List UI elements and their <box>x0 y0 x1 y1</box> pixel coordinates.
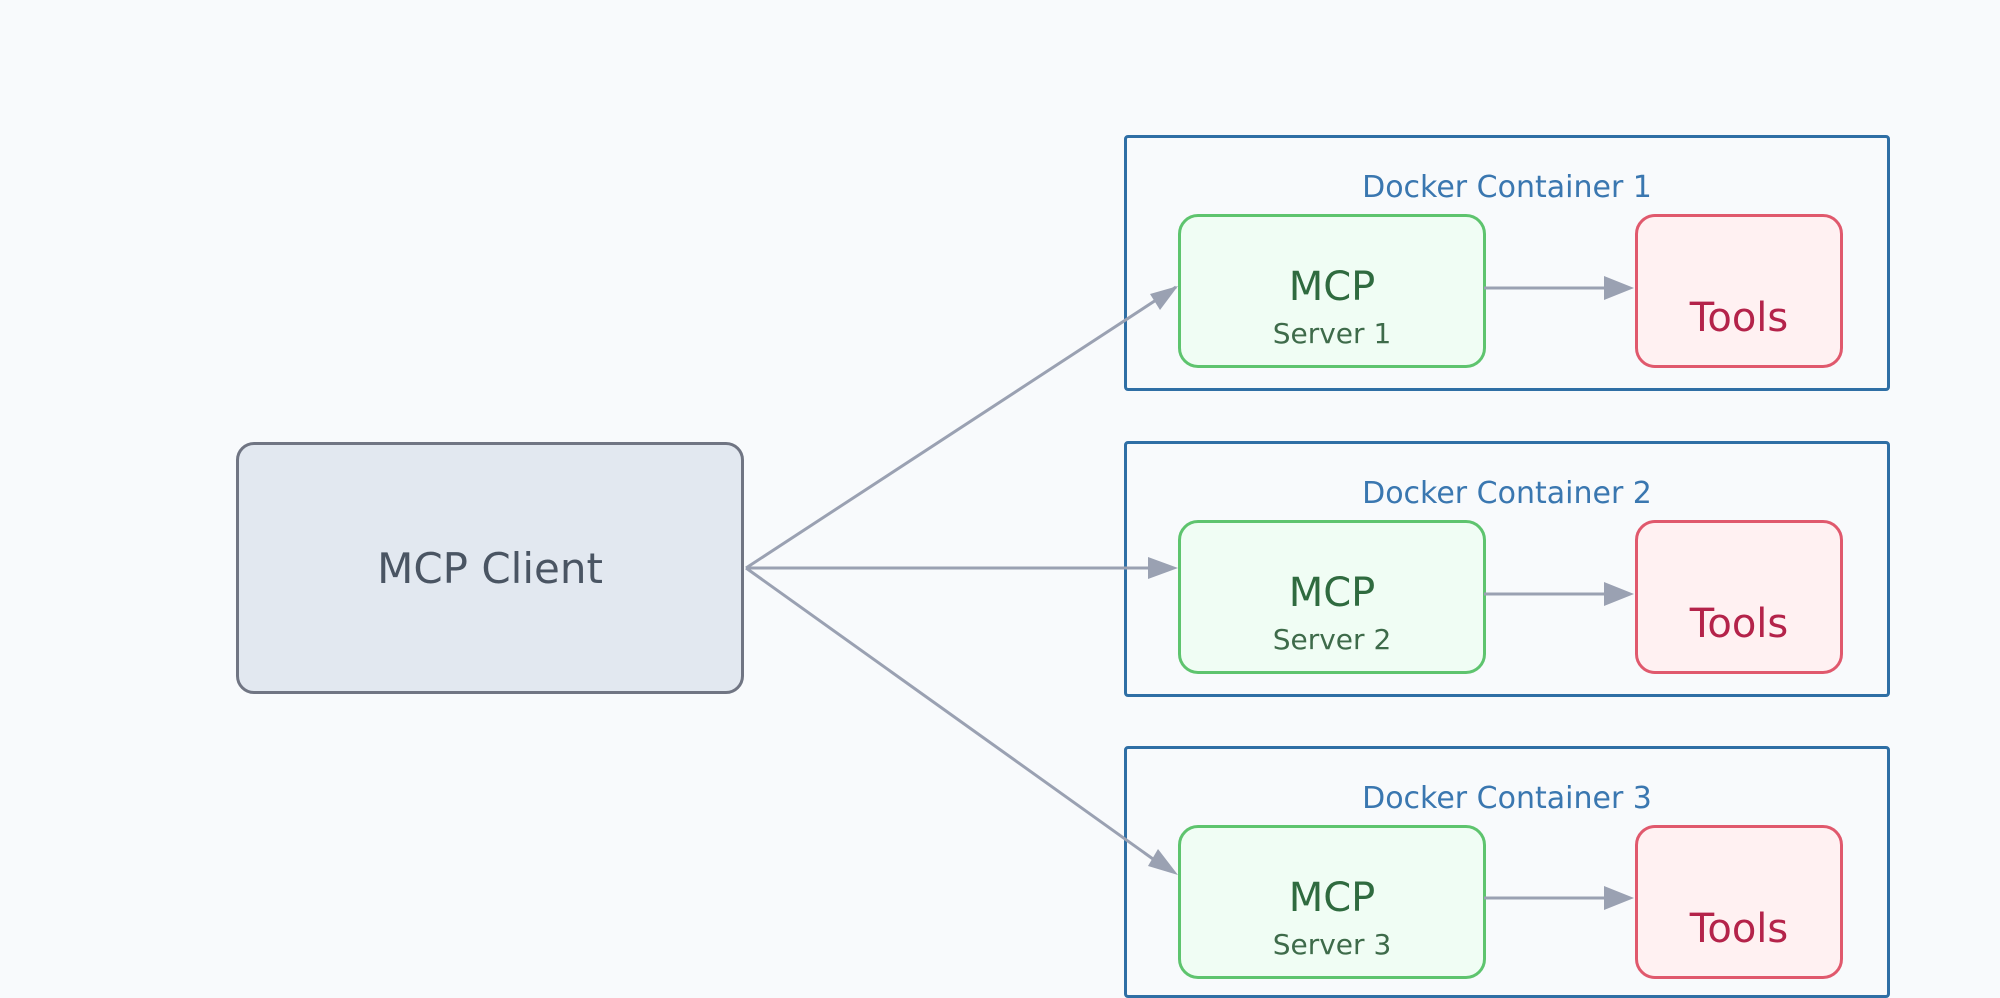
mcp-server-1-node: MCP Server 1 <box>1178 214 1486 368</box>
tools-1-node: Tools <box>1635 214 1843 368</box>
mcp-server-3-subtitle: Server 3 <box>1272 928 1392 961</box>
docker-container-1-title: Docker Container 1 <box>1362 170 1652 205</box>
tools-2-label: Tools <box>1689 601 1789 647</box>
tools-3-label: Tools <box>1689 906 1789 952</box>
mcp-server-3-title: MCP <box>1288 875 1376 921</box>
mcp-client-label: MCP Client <box>377 543 603 593</box>
edge-client-to-server-1 <box>745 285 1177 570</box>
tools-3-node: Tools <box>1635 825 1843 979</box>
mcp-server-1-title: MCP <box>1288 264 1376 310</box>
tools-1-label: Tools <box>1689 295 1789 341</box>
mcp-server-2-title: MCP <box>1288 570 1376 616</box>
mcp-server-2-subtitle: Server 2 <box>1272 623 1392 656</box>
mcp-client-node: MCP Client <box>236 442 744 694</box>
tools-2-node: Tools <box>1635 520 1843 674</box>
mcp-server-3-node: MCP Server 3 <box>1178 825 1486 979</box>
docker-container-2-title: Docker Container 2 <box>1362 476 1652 511</box>
edge-client-to-server-3 <box>745 566 1161 866</box>
docker-container-2: Docker Container 2 MCP Server 2 Tools <box>1124 441 1890 697</box>
docker-container-3: Docker Container 3 MCP Server 3 Tools <box>1124 746 1890 998</box>
mcp-server-1-subtitle: Server 1 <box>1272 317 1392 350</box>
mcp-server-2-node: MCP Server 2 <box>1178 520 1486 674</box>
docker-container-3-title: Docker Container 3 <box>1362 781 1652 816</box>
docker-container-1: Docker Container 1 MCP Server 1 Tools <box>1124 135 1890 391</box>
